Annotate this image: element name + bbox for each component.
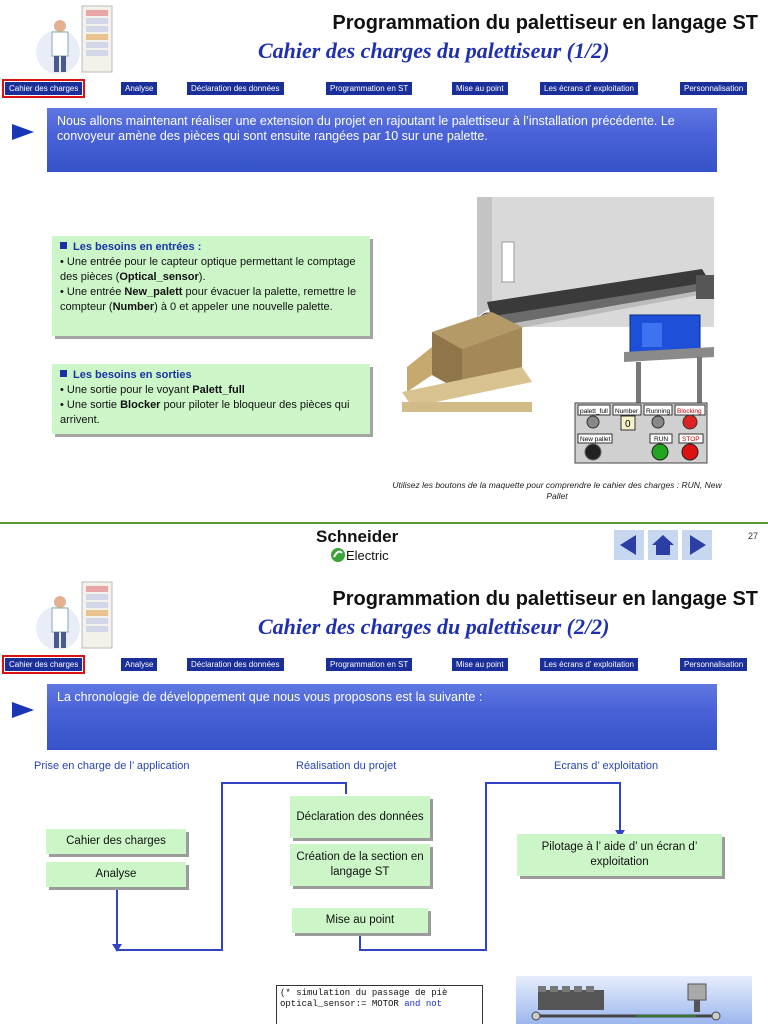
code-line-1: (* simulation du passage de piè — [280, 988, 448, 998]
brand-name: Schneider — [316, 527, 399, 546]
run-button[interactable] — [651, 443, 669, 461]
slide-divider — [0, 522, 768, 524]
page-subtitle: Cahier des charges du palettiseur (2/2) — [258, 614, 610, 639]
nav-analyse[interactable]: Analyse — [121, 82, 158, 95]
counter-value: 0 — [625, 419, 631, 430]
schneider-logo: Schneider Electric — [316, 527, 411, 567]
bullet-arrow-icon — [12, 702, 34, 718]
nav-cahier-des-charges[interactable]: Cahier des charges — [1, 79, 86, 98]
nav-bar: Cahier des charges Analyse Déclaration d… — [0, 655, 768, 674]
arrow-left-icon[interactable] — [614, 530, 644, 560]
outputs-box: Les besoins en sorties • Une sortie pour… — [52, 364, 370, 434]
nav-declaration[interactable]: Déclaration des données — [187, 82, 284, 95]
label-number: Number — [615, 408, 639, 415]
column-heading-application: Prise en charge de l’ application — [34, 760, 190, 772]
nav-ecrans[interactable]: Les écrans d’ exploitation — [540, 658, 638, 671]
step-creation-section-st: Création de la section en langage ST — [290, 844, 430, 886]
bullet-arrow-icon — [12, 124, 34, 140]
engineer-logo-icon — [36, 581, 113, 650]
nav-mise-au-point[interactable]: Mise au point — [452, 658, 508, 671]
nav-programmation[interactable]: Programmation en ST — [326, 658, 413, 671]
nav-ecrans[interactable]: Les écrans d’ exploitation — [540, 82, 638, 95]
nav-personnalisation[interactable]: Personnalisation — [680, 658, 748, 671]
nav-declaration[interactable]: Déclaration des données — [187, 658, 284, 671]
inputs-line-2: • Une entrée New_palett pour évacuer la … — [60, 286, 357, 313]
simulation-caption: Utilisez les boutons de la maquette pour… — [392, 480, 722, 501]
nav-cahier-des-charges[interactable]: Cahier des charges — [1, 655, 86, 674]
palletizer-simulation: palett_full Number Running Blocking 0 Ne… — [392, 197, 714, 467]
step-cahier-des-charges: Cahier des charges — [46, 829, 186, 854]
square-bullet-icon — [60, 242, 67, 249]
stop-button[interactable] — [681, 443, 699, 461]
inputs-line-1: • Une entrée pour le capteur optique per… — [60, 256, 356, 283]
label-stop: STOP — [682, 436, 700, 443]
label-running: Running — [646, 408, 671, 415]
label-palett-full: palett_full — [580, 408, 608, 415]
running-lamp-icon — [651, 415, 665, 429]
nav-programmation[interactable]: Programmation en ST — [326, 82, 413, 95]
inputs-box: Les besoins en entrées : • Une entrée po… — [52, 236, 370, 336]
step-declaration-donnees: Déclaration des données — [290, 796, 430, 838]
palett-full-lamp-icon — [586, 415, 600, 429]
step-pilotage-ecran: Pilotage à l’ aide d’ un écran d’ exploi… — [517, 834, 722, 876]
page-subtitle: Cahier des charges du palettiseur (1/2) — [258, 38, 610, 63]
counter-display — [620, 415, 636, 431]
label-run: RUN — [654, 436, 668, 443]
label-new-pallet: New pallet — [580, 436, 611, 443]
step-mise-au-point: Mise au point — [292, 908, 428, 933]
brand-subname: Electric — [346, 548, 389, 563]
outputs-line-1: • Une sortie pour le voyant Palett_full — [60, 384, 245, 396]
slide-1: Programmation du palettiseur en langage … — [0, 5, 768, 501]
intro-banner: Nous allons maintenant réaliser une exte… — [47, 108, 717, 172]
page-title: Programmation du palettiseur en langage … — [332, 588, 758, 610]
square-bullet-icon — [60, 370, 67, 377]
operator-screen-thumbnail — [516, 976, 752, 1024]
nav-bar: Cahier des charges Analyse Déclaration d… — [0, 79, 768, 98]
outputs-heading: Les besoins en sorties — [60, 368, 362, 383]
nav-mise-au-point[interactable]: Mise au point — [452, 82, 508, 95]
page-title: Programmation du palettiseur en langage … — [332, 12, 758, 34]
slide-2: Programmation du palettiseur en langage … — [0, 572, 768, 1024]
nav-analyse[interactable]: Analyse — [121, 658, 158, 671]
code-line-2: optical_sensor:= MOTOR and not — [280, 999, 443, 1009]
outputs-line-2: • Une sortie Blocker pour piloter le blo… — [60, 399, 350, 426]
home-icon[interactable] — [648, 530, 678, 560]
st-code-snippet: (* simulation du passage de piè optical_… — [276, 985, 483, 1024]
arrow-right-icon[interactable] — [682, 530, 712, 560]
engineer-logo-icon — [36, 5, 113, 74]
intro-banner: La chronologie de développement que nous… — [47, 684, 717, 750]
label-blocking: Blocking — [677, 408, 702, 415]
step-analyse: Analyse — [46, 862, 186, 887]
blocking-lamp-icon — [682, 414, 698, 430]
inputs-heading: Les besoins en entrées : — [60, 240, 362, 255]
column-heading-realisation: Réalisation du projet — [296, 760, 397, 772]
page-number: 27 — [748, 531, 759, 541]
new-pallet-button[interactable] — [584, 443, 602, 461]
column-heading-ecrans: Ecrans d’ exploitation — [554, 760, 659, 772]
schneider-life-is-on-icon — [331, 548, 345, 562]
nav-personnalisation[interactable]: Personnalisation — [680, 82, 748, 95]
